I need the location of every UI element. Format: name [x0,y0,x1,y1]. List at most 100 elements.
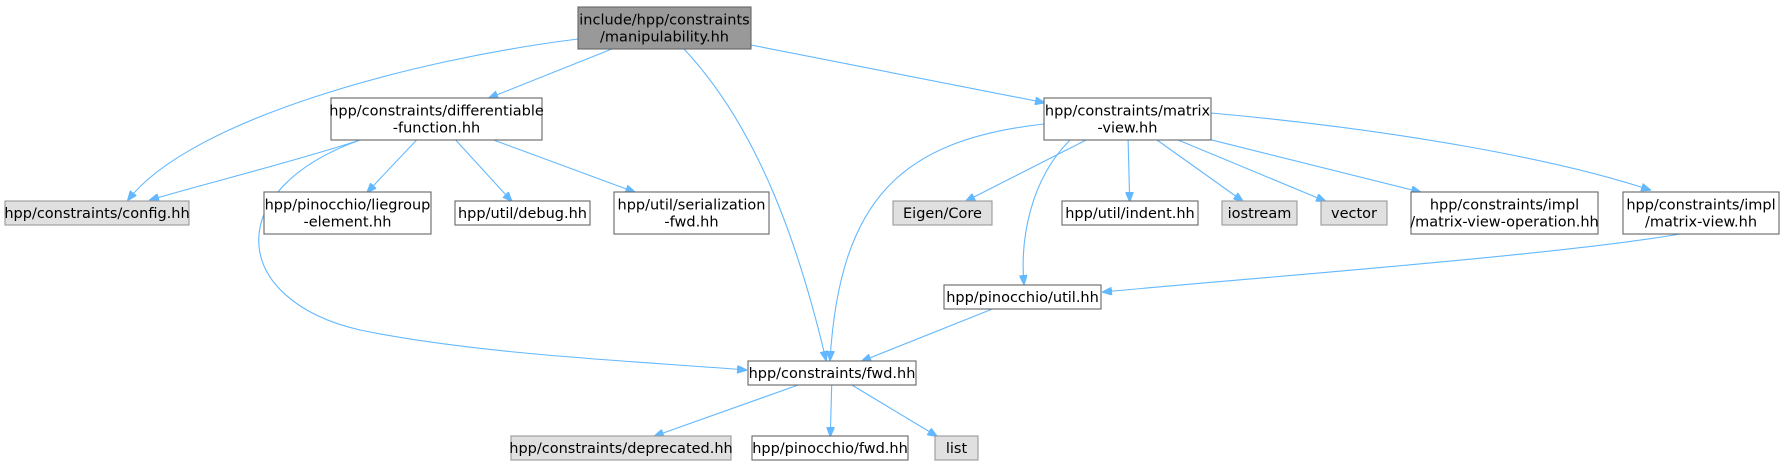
node-debug[interactable]: hpp/util/debug.hh [454,200,591,226]
node-box [1061,200,1199,226]
edge-line [1156,139,1243,201]
node-box [892,200,993,226]
edge-line [655,384,799,436]
node-label-line: hpp/constraints/config.hh [4,206,189,222]
edge-line [830,123,1045,360]
node-indent[interactable]: hpp/util/indent.hh [1061,200,1199,226]
node-liegroup[interactable]: hpp/pinocchio/liegroup-element.hh [263,191,432,235]
edge-impl_mv-to-pin_util [1103,233,1681,292]
edge-line [1210,139,1420,192]
edge-differentiable-to-serialization [493,139,635,192]
edge-matrix_view-to-eigen [966,139,1087,201]
node-label-line: -view.hh [1098,121,1158,137]
edge-pin_util-to-fwd [862,308,993,361]
node-eigen: Eigen/Core [892,200,993,226]
node-label-line: -function.hh [393,121,480,137]
node-box [1410,191,1599,235]
edge-differentiable-to-fwd [258,139,746,370]
edge-matrix_view-to-vector [1177,139,1325,201]
edge-line [851,384,937,436]
node-iostream: iostream [1221,200,1298,226]
edge-line [1103,233,1681,292]
node-label-line: hpp/constraints/fwd.hh [749,366,916,382]
edges-layer [128,38,1681,436]
node-vector: vector [1320,200,1388,226]
edge-matrix_view-to-indent [1128,139,1130,201]
node-config: hpp/constraints/config.hh [4,200,190,226]
node-box [1043,97,1212,141]
node-deprecated: hpp/constraints/deprecated.hh [509,435,733,461]
edge-matrix_view-to-pin_util [1023,139,1071,284]
edge-line [1023,139,1071,284]
node-label-line: hpp/util/serialization [618,198,766,214]
node-box [751,435,909,461]
edge-manipulability-to-matrix_view [750,44,1044,103]
edge-matrix_view-to-fwd [830,123,1045,360]
edge-line [128,38,579,200]
node-label-line: Eigen/Core [903,206,982,222]
edge-fwd-to-list [851,384,937,436]
node-box [1622,191,1780,235]
node-label-line: include/hpp/constraints [579,13,749,29]
edge-line [1210,112,1650,190]
edge-manipulability-to-differentiable [489,48,613,98]
edge-differentiable-to-liegroup [367,139,417,192]
edge-differentiable-to-config [150,139,361,200]
edge-line [683,48,826,360]
node-label-line: iostream [1228,206,1292,222]
node-box [510,435,732,461]
node-impl-mv[interactable]: hpp/constraints/impl/matrix-view.hh [1622,191,1780,235]
node-label-line: hpp/pinocchio/util.hh [946,290,1099,306]
edge-line [1177,139,1325,201]
node-label-line: /manipulability.hh [600,30,729,46]
node-label-line: hpp/constraints/deprecated.hh [509,441,733,457]
node-box [1320,200,1388,226]
node-fwd[interactable]: hpp/constraints/fwd.hh [747,360,917,386]
edge-manipulability-to-config [128,38,579,200]
node-box [577,6,752,50]
node-box [943,284,1102,310]
node-matrix-view[interactable]: hpp/constraints/matrix-view.hh [1043,97,1212,141]
node-label-line: hpp/pinocchio/fwd.hh [752,441,908,457]
edge-line [966,139,1087,201]
node-label-line: /matrix-view-operation.hh [1410,215,1599,231]
node-mv-operation[interactable]: hpp/constraints/impl/matrix-view-operati… [1410,191,1599,235]
node-label-line: -element.hh [303,215,391,231]
node-label-line: hpp/constraints/impl [1430,198,1579,214]
node-label-line: hpp/constraints/impl [1626,198,1775,214]
edge-manipulability-to-fwd [683,48,826,360]
node-box [747,360,917,386]
node-pin-util[interactable]: hpp/pinocchio/util.hh [943,284,1102,310]
node-pin-fwd[interactable]: hpp/pinocchio/fwd.hh [751,435,909,461]
node-list: list [934,435,979,461]
edge-fwd-to-pin_fwd [830,384,831,436]
node-label-line: vector [1331,206,1377,222]
nodes-layer: include/hpp/constraints/manipulability.h… [4,6,1780,461]
edge-differentiable-to-debug [455,139,512,201]
node-serialization[interactable]: hpp/util/serialization-fwd.hh [613,191,770,235]
edge-line [150,139,361,200]
node-box [613,191,770,235]
node-label-line: hpp/pinocchio/liegroup [265,198,431,214]
edge-line [1128,139,1130,201]
node-box [330,97,543,141]
node-label-line: -fwd.hh [664,215,718,231]
node-differentiable[interactable]: hpp/constraints/differentiable-function.… [329,97,544,141]
edge-line [750,44,1044,103]
node-label-line: /matrix-view.hh [1645,215,1757,231]
node-label-line: hpp/util/debug.hh [458,206,587,222]
node-label-line: list [946,441,968,457]
edge-line [862,308,993,361]
node-label-line: hpp/constraints/matrix [1045,104,1211,120]
node-box [4,200,190,226]
edge-matrix_view-to-iostream [1156,139,1243,201]
edge-fwd-to-deprecated [655,384,799,436]
node-box [454,200,591,226]
edge-line [455,139,512,201]
node-label-line: hpp/constraints/differentiable [329,104,544,120]
edge-matrix_view-to-mv_operation [1210,139,1420,192]
node-manipulability[interactable]: include/hpp/constraints/manipulability.h… [577,6,752,50]
edge-line [830,384,831,436]
edge-matrix_view-to-impl_mv [1210,112,1650,190]
